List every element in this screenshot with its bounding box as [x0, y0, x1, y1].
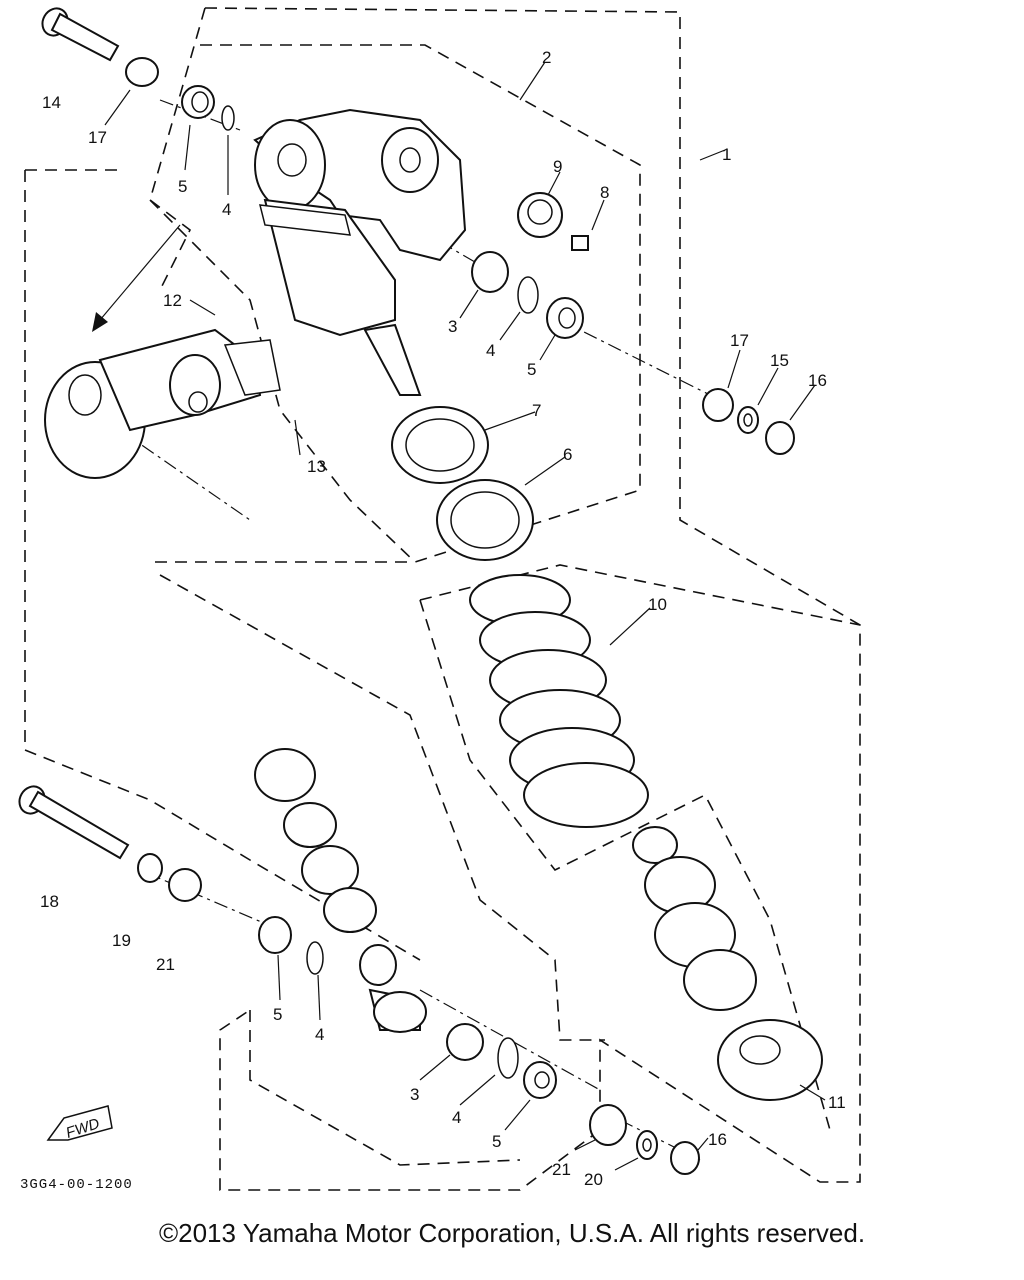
screw-part-8: [571, 235, 589, 251]
callout-5-lower: 5: [492, 1132, 501, 1151]
callout-15: 15: [770, 351, 789, 370]
bearing-part-3-lower: [446, 1023, 484, 1061]
callout-16-lower: 16: [708, 1130, 727, 1149]
callout-14: 14: [42, 93, 61, 112]
cap-part-16-right: [765, 421, 795, 455]
shock-absorber-body-part-2: [253, 108, 467, 396]
callout-4-lower: 4: [452, 1108, 461, 1127]
callout-18: 18: [40, 892, 59, 911]
callout-6: 6: [563, 445, 572, 464]
bearing-part-5-top: [181, 85, 215, 119]
washer-part-20: [636, 1130, 658, 1160]
callout-1: 1: [722, 145, 731, 164]
callout-17-top: 17: [88, 128, 107, 147]
callout-3-lower: 3: [410, 1085, 419, 1104]
group-boundaries: [24, 7, 861, 1191]
callout-9: 9: [553, 157, 562, 176]
callout-13: 13: [307, 457, 326, 476]
spring-part-10: [469, 574, 649, 828]
adjuster-knob-part-9: [517, 192, 563, 238]
callout-3-top: 3: [448, 317, 457, 336]
callout-5-top: 5: [178, 177, 187, 196]
callout-2: 2: [542, 48, 551, 67]
callout-8: 8: [600, 183, 609, 202]
circlip-part-4-mid: [517, 276, 539, 314]
ring-nut-part-6: [436, 479, 534, 561]
clamp-part-13: [223, 339, 281, 396]
bolt-part-18: [18, 785, 130, 860]
reservoir-detail-part-12: [44, 328, 262, 479]
callout-4-mid: 4: [486, 341, 495, 360]
callout-12: 12: [163, 291, 182, 310]
callout-4-lower-left: 4: [315, 1025, 324, 1044]
bump-stopper-part-11: [717, 1019, 823, 1101]
lower-eye-part: [368, 988, 427, 1033]
collar-part-21-left: [168, 868, 202, 902]
callout-19: 19: [112, 931, 131, 950]
callout-7: 7: [532, 401, 541, 420]
bearing-part-3-top: [471, 251, 509, 293]
rebound-parts-stack: [254, 748, 397, 986]
bearing-part-5-lower-left: [258, 916, 292, 954]
callout-21-left: 21: [156, 955, 175, 974]
callout-11: 11: [828, 1093, 846, 1112]
callout-20: 20: [584, 1170, 603, 1189]
leader-lines: [104, 61, 826, 1171]
ring-nut-part-7: [391, 406, 489, 484]
fwd-indicator: FWD: [46, 1105, 113, 1142]
callout-labels: 1 2 9 8 3 4 5 17 15 16 7 6 10 11 12 13 1…: [40, 48, 846, 1189]
circlip-part-4-lower: [497, 1037, 519, 1079]
callout-5-mid: 5: [527, 360, 536, 379]
callout-17-right: 17: [730, 331, 749, 350]
rear-shock-exploded-diagram: 1 2 9 8 3 4 5 17 15 16 7 6 10 11 12 13 1…: [18, 7, 861, 1193]
circlip-part-4-top: [221, 105, 235, 131]
bearing-part-5-lower: [523, 1061, 557, 1099]
bolt-part-14: [41, 7, 120, 62]
collar-part-19: [137, 853, 163, 883]
copyright-notice: ©2013 Yamaha Motor Corporation, U.S.A. A…: [158, 1218, 866, 1248]
callout-21-lower: 21: [552, 1160, 571, 1179]
bearing-part-5-mid: [546, 297, 584, 339]
collar-part-17-right: [702, 388, 734, 422]
detail-arrow: [92, 224, 181, 332]
collar-part-21-lower: [589, 1104, 627, 1146]
cap-part-16-lower: [670, 1141, 700, 1175]
callout-10: 10: [648, 595, 667, 614]
callout-5-lower-left: 5: [273, 1005, 282, 1024]
lower-spring-seat-parts: [632, 826, 757, 1011]
callout-4-top: 4: [222, 200, 231, 219]
callout-16-right: 16: [808, 371, 827, 390]
washer-part-15: [737, 406, 759, 434]
diagram-code: 3GG4-00-1200: [20, 1177, 133, 1193]
collar-part-17-top: [125, 57, 159, 87]
circlip-part-4-lower-left: [306, 941, 324, 975]
